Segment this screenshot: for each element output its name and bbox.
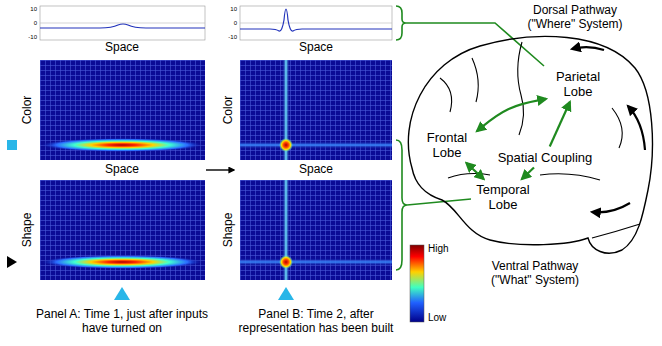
pathway-label: Ventral Pathway ("What" System) [476, 260, 594, 288]
line-plot [240, 6, 392, 40]
heatmap [279, 255, 293, 269]
heatmap [240, 141, 392, 149]
axis-label: Space [105, 163, 139, 177]
axis-label: Color [21, 96, 35, 125]
axis-tick: 10 [30, 6, 37, 13]
coupling-arrow [466, 163, 483, 179]
line-plot [40, 23, 205, 24]
flow-arrow [592, 203, 630, 212]
axis-tick: 0 [34, 20, 37, 27]
heatmap [40, 60, 205, 160]
brain-sulcus [448, 174, 490, 178]
time-arrow [206, 169, 234, 170]
location-marker [278, 287, 294, 300]
flow-arrow [572, 47, 604, 50]
coupling-arrow [550, 102, 570, 147]
color-marker [7, 140, 17, 150]
line-plot [240, 6, 392, 40]
lobe-label: Frontal Lobe [420, 130, 474, 160]
node-text: Temporal Lobe [473, 182, 533, 212]
brain-sulcus [592, 224, 640, 238]
heatmap [240, 258, 392, 266]
brain-sulcus [518, 42, 524, 135]
coupling-arrow [477, 99, 546, 131]
axis-label: Color [222, 96, 236, 125]
axis-label: Space [299, 163, 333, 177]
coupling-label: Spatial Coupling [498, 150, 593, 165]
pathway-label: Dorsal Pathway ("Where" System) [516, 4, 634, 32]
panel-caption: Panel A: Time 1, just after inputs have … [33, 308, 211, 336]
pathway-leader [396, 6, 544, 270]
axis-label: Shape [21, 213, 35, 248]
heatmap [240, 60, 392, 160]
axis-tick: -10 [228, 34, 237, 41]
brain-sulcus [612, 108, 622, 148]
axis-label: Shape [222, 213, 236, 248]
axis-tick: 0 [234, 20, 237, 27]
scale-label: Low [428, 312, 446, 324]
pathway-leader [406, 23, 544, 66]
node-text: Spatial Coupling [498, 150, 593, 165]
brain-sulcus [440, 42, 640, 238]
line-plot [40, 6, 205, 40]
axis-tick: -10 [28, 34, 37, 41]
heatmap [40, 180, 205, 280]
heatmap [240, 180, 392, 280]
coupling-arrow [522, 168, 534, 180]
scale-label: High [428, 243, 449, 255]
line-plot [240, 23, 392, 24]
pathway-leader [396, 6, 406, 40]
panel-caption: Panel B: Time 2, after representation ha… [225, 308, 407, 336]
heatmap [40, 138, 204, 152]
color-bar [410, 245, 424, 322]
lobe-label: Temporal Lobe [473, 182, 533, 212]
brain-outline [408, 36, 652, 253]
brain-sulcus [472, 58, 478, 102]
axis-tick: 10 [230, 6, 237, 13]
brain-outline [408, 36, 652, 253]
pathway-leader [407, 199, 471, 205]
heatmap [279, 138, 293, 152]
node-text: Parietal Lobe [549, 69, 607, 99]
shape-marker [7, 256, 17, 268]
heatmap [40, 255, 204, 269]
pathway-leader [396, 140, 407, 270]
axis-label: Space [299, 41, 333, 55]
line-plot [240, 9, 392, 31]
heatmap [40, 60, 205, 160]
brain-sulcus [440, 78, 452, 112]
line-plot [40, 6, 205, 40]
heatmap [40, 180, 205, 280]
axis-label: Space [105, 41, 139, 55]
lobe-label: Parietal Lobe [549, 69, 607, 99]
flow-arrow [628, 106, 645, 150]
heatmap [240, 60, 392, 160]
node-text: Frontal Lobe [420, 130, 474, 160]
heatmap [240, 180, 392, 280]
location-marker [114, 287, 130, 300]
line-plot [40, 24, 205, 28]
brain-sulcus [540, 174, 600, 180]
